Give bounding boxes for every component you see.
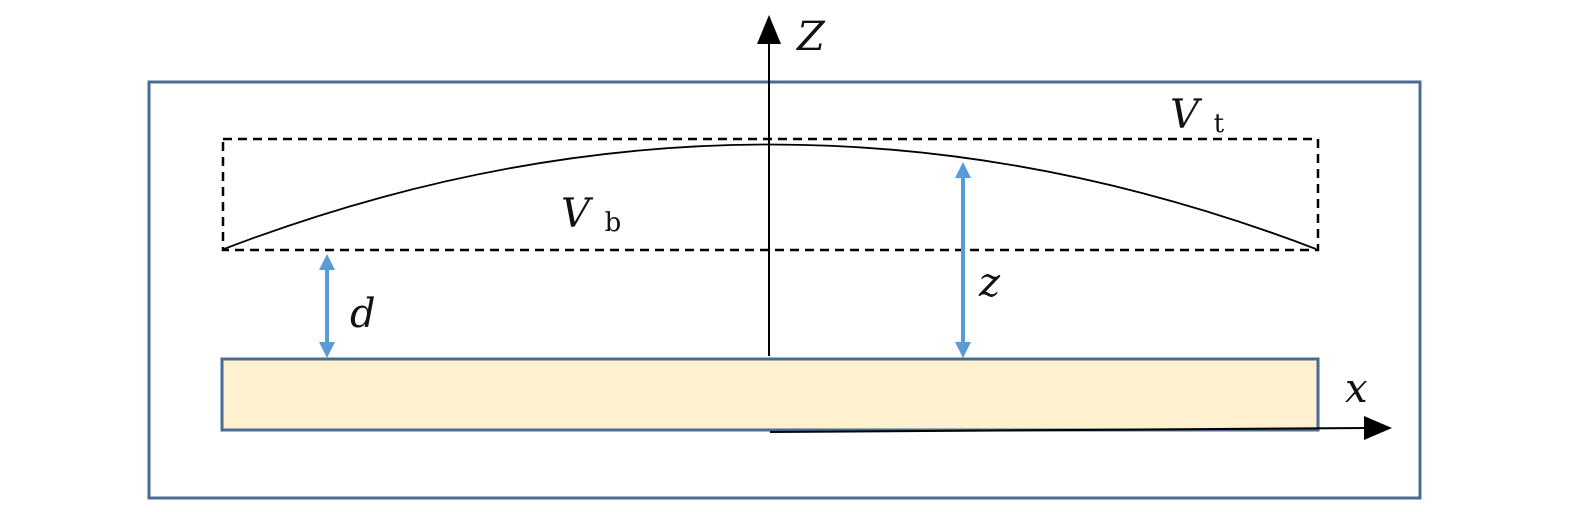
- substrate-slab: [220, 357, 1320, 432]
- gap-d-label: d: [350, 291, 376, 337]
- z-axis-label: Z: [795, 14, 826, 60]
- x-axis-label: x: [1345, 366, 1368, 412]
- arrowhead-right-icon: [1364, 416, 1392, 440]
- vt-label-sub: t: [1214, 109, 1225, 139]
- dashed-bounding-box: [221, 137, 1320, 252]
- arrowhead-up-icon: [757, 15, 781, 44]
- vt-label-main: V: [1170, 92, 1203, 138]
- vb-label-sub: b: [605, 208, 622, 238]
- vb-label: V b: [561, 191, 621, 238]
- x-axis-line: [769, 427, 1367, 433]
- vb-label-main: V: [561, 191, 594, 237]
- outer-frame: [147, 80, 1422, 500]
- vt-label: V t: [1170, 92, 1225, 139]
- height-z-label: z: [978, 260, 1001, 306]
